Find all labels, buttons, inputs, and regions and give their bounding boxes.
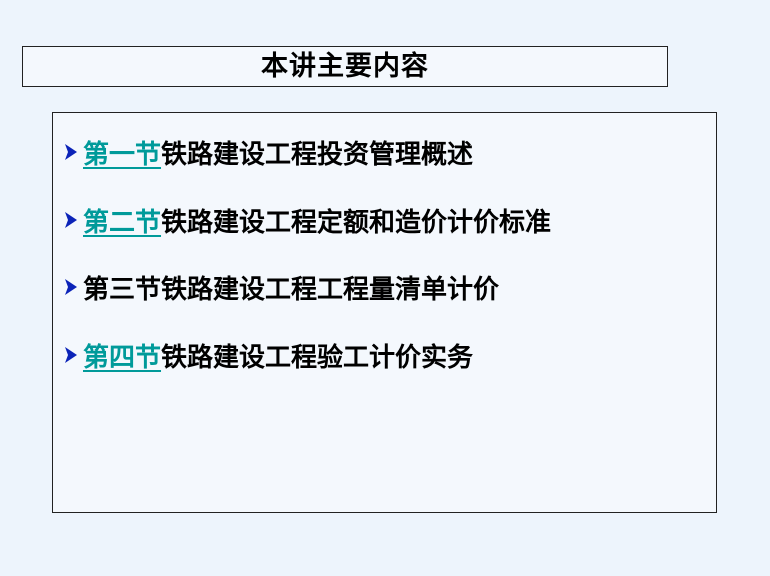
- section-link-4[interactable]: 第四节: [83, 342, 162, 373]
- item-title-4: 铁路建设工程验工计价实务: [161, 342, 474, 373]
- content-item-2: 第二节 铁路建设工程定额和造价计价标准: [63, 200, 551, 240]
- item-title-3: 铁路建设工程工程量清单计价: [161, 274, 500, 305]
- title-box: 本讲主要内容: [22, 46, 668, 87]
- content-item-3: 第三节 铁路建设工程工程量清单计价: [63, 267, 499, 307]
- section-label-3: 第三节: [83, 274, 162, 305]
- arrowhead-bullet-icon: [65, 279, 77, 295]
- item-title-2: 铁路建设工程定额和造价计价标准: [161, 207, 552, 238]
- section-link-2[interactable]: 第二节: [83, 207, 162, 238]
- arrowhead-bullet-icon: [65, 144, 77, 160]
- slide-title: 本讲主要内容: [261, 51, 429, 82]
- content-box: 第一节 铁路建设工程投资管理概述 第二节 铁路建设工程定额和造价计价标准 第三节…: [52, 112, 717, 513]
- content-item-4: 第四节 铁路建设工程验工计价实务: [63, 335, 473, 375]
- content-item-1: 第一节 铁路建设工程投资管理概述: [63, 132, 473, 172]
- arrowhead-bullet-icon: [65, 212, 77, 228]
- arrowhead-bullet-icon: [65, 347, 77, 363]
- section-link-1[interactable]: 第一节: [83, 139, 162, 170]
- item-title-1: 铁路建设工程投资管理概述: [161, 139, 474, 170]
